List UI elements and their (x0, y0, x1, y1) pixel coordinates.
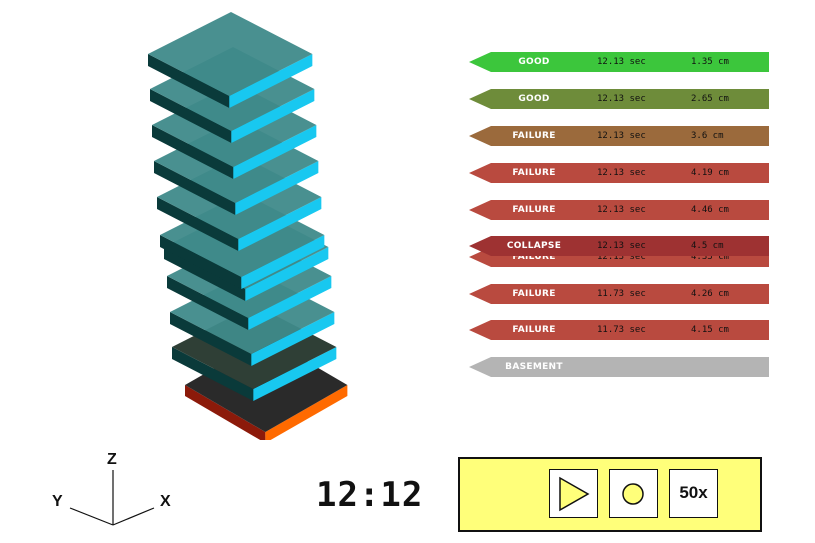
tag-drift: 3.6 cm (691, 131, 724, 141)
floor-tag-2: FAILURE 11.73 sec 4.15 cm (469, 320, 769, 340)
tag-time: 11.73 sec (597, 325, 646, 335)
speed-label: 50x (679, 483, 708, 502)
play-button[interactable] (549, 469, 598, 518)
floor-tag-1: BASEMENT (469, 357, 769, 377)
tag-status: GOOD (518, 94, 550, 104)
floor-tag-10: GOOD 12.13 sec 1.35 cm (469, 52, 769, 72)
y-axis-label: Y (52, 493, 63, 510)
tag-status: COLLAPSE (506, 241, 562, 251)
tag-status: FAILURE (512, 131, 556, 141)
tag-arrow-shape (469, 320, 769, 340)
speed-button[interactable]: 50x (669, 469, 718, 518)
tag-arrow-shape (469, 357, 769, 377)
tag-status: GOOD (518, 57, 550, 67)
floor-tag-3: FAILURE 11.73 sec 4.26 cm (469, 284, 769, 304)
tag-arrow-shape (469, 284, 769, 304)
y-axis-line (69, 507, 114, 526)
tag-drift: 4.26 cm (691, 289, 729, 299)
playback-controls: 50x (458, 457, 762, 532)
floor-slab-10 (148, 12, 313, 108)
play-icon (559, 476, 590, 512)
tag-time: 12.13 sec (597, 131, 646, 141)
tag-drift: 4.46 cm (691, 205, 729, 215)
floor-tag-9: GOOD 12.13 sec 2.65 cm (469, 89, 769, 109)
record-button[interactable] (609, 469, 658, 518)
floor-tag-7: FAILURE 12.13 sec 4.19 cm (469, 163, 769, 183)
tag-drift: 4.19 cm (691, 168, 729, 178)
floor-tag-4: COLLAPSE 12.13 sec 4.5 cm (469, 236, 769, 256)
tag-drift: 4.15 cm (691, 325, 729, 335)
x-axis-line (112, 507, 155, 526)
tag-time: 12.13 sec (597, 241, 646, 251)
tag-arrow-shape (469, 163, 769, 183)
tag-arrow-shape (469, 200, 769, 220)
building-model (148, 12, 348, 440)
tag-status: FAILURE (512, 168, 556, 178)
tag-drift: 2.65 cm (691, 94, 729, 104)
tag-arrow-shape (469, 89, 769, 109)
tag-arrow-shape (469, 52, 769, 72)
tag-time: 12.13 sec (597, 252, 646, 262)
tag-drift: 4.33 cm (691, 252, 729, 262)
tag-time: 12.13 sec (597, 57, 646, 67)
tag-status: FAILURE (512, 325, 556, 335)
tag-status: FAILURE (512, 205, 556, 215)
floor-tag-8: FAILURE 12.13 sec 3.6 cm (469, 126, 769, 146)
tag-status: BASEMENT (505, 362, 563, 372)
x-axis-label: X (160, 493, 171, 510)
tag-arrow-shape (469, 236, 769, 256)
tag-arrow-shape (469, 126, 769, 146)
tag-time: 12.13 sec (597, 168, 646, 178)
tag-time: 12.13 sec (597, 205, 646, 215)
axis-triad: Z Y X (52, 451, 171, 526)
tag-time: 11.73 sec (597, 289, 646, 299)
tag-drift: 4.5 cm (691, 241, 724, 251)
tag-status: FAILURE (512, 252, 556, 262)
tag-drift: 1.35 cm (691, 57, 729, 67)
z-axis-label: Z (107, 451, 117, 468)
simulation-clock: 12:12 (316, 475, 424, 515)
circle-icon (622, 483, 644, 505)
floor-tag-6: FAILURE 12.13 sec 4.46 cm (469, 200, 769, 220)
tag-time: 12.13 sec (597, 94, 646, 104)
tag-status: FAILURE (512, 289, 556, 299)
